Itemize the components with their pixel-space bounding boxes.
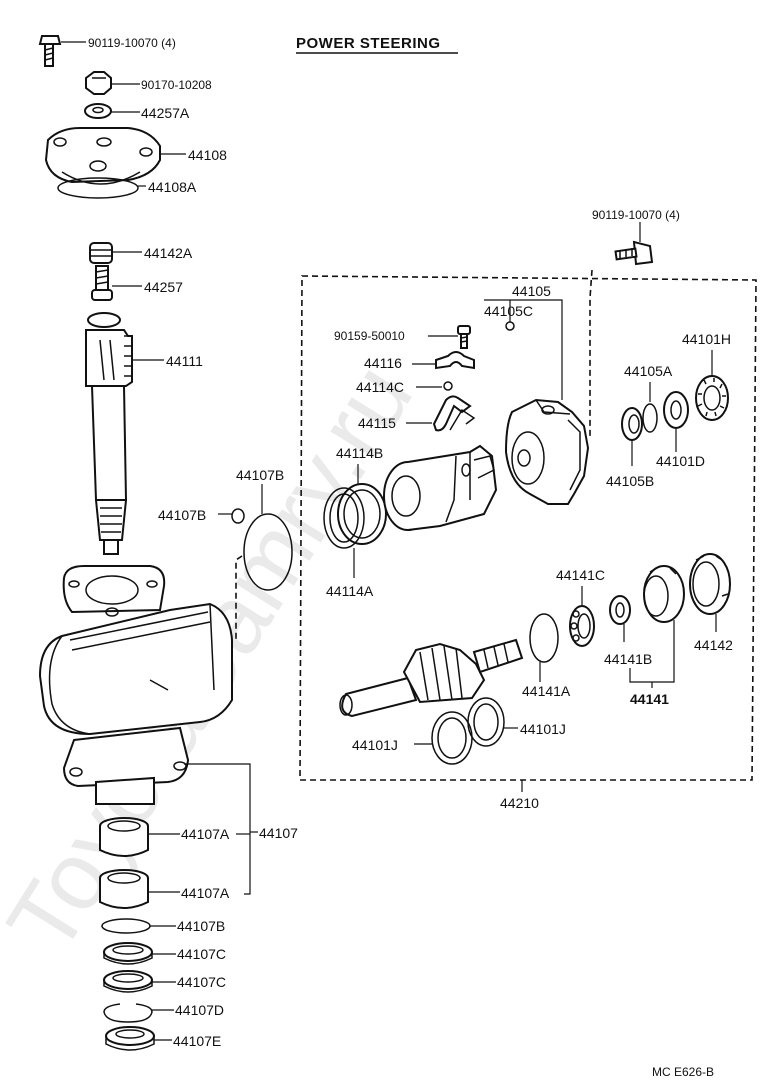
label-44107: 44107 <box>259 825 298 841</box>
label-44141B: 44141B <box>604 651 652 667</box>
lock-nut-44142A[interactable] <box>89 242 113 264</box>
label-bolt-top: 90119-10070 (4) <box>88 36 176 50</box>
label-bolt-right: 90119-10070 (4) <box>592 208 680 222</box>
label-44141C: 44141C <box>556 567 605 583</box>
label-44114C: 44114C <box>356 379 404 395</box>
label-44114B: 44114B <box>336 445 383 461</box>
ball-44114C[interactable] <box>443 381 453 391</box>
o-ring-44105A[interactable] <box>642 403 658 433</box>
oil-seal-44105B[interactable] <box>621 407 643 441</box>
label-44141: 44141 <box>630 691 669 707</box>
label-90159-50010: 90159-50010 <box>334 329 405 343</box>
label-44115: 44115 <box>358 415 396 431</box>
label-44210: 44210 <box>500 795 539 811</box>
seal-ring-44101J-left[interactable] <box>431 711 473 765</box>
label-44101H: 44101H <box>682 331 731 347</box>
oil-seal-44107C-1[interactable] <box>103 942 153 965</box>
valve-shaft[interactable] <box>339 638 524 718</box>
retaining-clip-44115[interactable] <box>432 395 472 432</box>
label-44105A: 44105A <box>624 363 673 379</box>
label-44114A: 44114A <box>326 583 374 599</box>
washer-44101D[interactable] <box>663 391 689 429</box>
label-44108: 44108 <box>188 147 227 163</box>
assembly-enclosure-44210 <box>299 275 757 781</box>
o-ring-44108A[interactable] <box>57 177 139 199</box>
bolt-90119-10070-top[interactable] <box>38 35 62 67</box>
o-ring-44141A[interactable] <box>529 613 559 663</box>
label-44111: 44111 <box>166 353 203 369</box>
label-44108A: 44108A <box>148 179 197 195</box>
label-44105C: 44105C <box>484 303 533 319</box>
label-nut-top: 90170-10208 <box>141 78 212 92</box>
screw-90159-50010[interactable] <box>457 325 471 349</box>
label-44142: 44142 <box>694 637 733 653</box>
label-44107B-upper2: 44107B <box>236 467 284 483</box>
label-44105: 44105 <box>512 283 551 299</box>
label-44101J-right: 44101J <box>520 721 566 737</box>
label-44101J-left: 44101J <box>352 737 398 753</box>
housing-cover-44108[interactable] <box>44 127 161 185</box>
label-44141A: 44141A <box>522 683 571 699</box>
o-ring-44107B-lower[interactable] <box>101 918 151 934</box>
bolt-90119-10070-right[interactable] <box>614 240 654 266</box>
label-44257A: 44257A <box>141 105 190 121</box>
ball-bearing-44141C[interactable] <box>569 605 595 647</box>
spacer-44141B[interactable] <box>609 595 631 625</box>
seal-ring-44101J-right[interactable] <box>467 697 505 747</box>
gear-housing[interactable] <box>38 565 233 805</box>
clamp-44116[interactable] <box>435 351 475 370</box>
label-44105B: 44105B <box>606 473 654 489</box>
label-44107B-lower: 44107B <box>177 918 225 934</box>
label-44107A-2: 44107A <box>181 885 230 901</box>
o-ring-44107B-small[interactable] <box>231 508 245 524</box>
nut-90170-10208[interactable] <box>85 71 112 95</box>
control-valve-body[interactable] <box>383 444 498 531</box>
page-title: POWER STEERING <box>296 35 441 52</box>
plug-44105C[interactable] <box>505 321 515 331</box>
label-44107C-1: 44107C <box>177 946 226 962</box>
ring-44114B[interactable] <box>337 483 387 545</box>
label-44107E: 44107E <box>173 1033 221 1049</box>
alignment-dash <box>235 555 243 642</box>
o-ring-44107B-large[interactable] <box>243 513 293 591</box>
bearing-housing-44141[interactable] <box>643 565 685 623</box>
dust-seal-44107E[interactable] <box>105 1026 155 1051</box>
adjusting-screw-44257[interactable] <box>91 265 113 301</box>
diagram-code: MC E626-B <box>652 1065 714 1079</box>
label-44257: 44257 <box>144 279 183 295</box>
washer-44257A[interactable] <box>84 103 112 119</box>
alignment-dash-right <box>575 269 593 441</box>
label-44101D: 44101D <box>656 453 705 469</box>
label-44107B-upper: 44107B <box>158 507 206 523</box>
label-44107D: 44107D <box>175 1002 224 1018</box>
sector-shaft-44111[interactable] <box>85 312 133 555</box>
bracket-44107 <box>184 763 251 895</box>
needle-bearing-44107A-lower[interactable] <box>99 869 149 909</box>
label-44116: 44116 <box>364 355 402 371</box>
lock-nut-44142[interactable] <box>689 553 731 615</box>
oil-seal-44107C-2[interactable] <box>103 970 153 993</box>
needle-bearing-44107A-upper[interactable] <box>99 817 149 857</box>
label-44107A-1: 44107A <box>181 826 230 842</box>
thrust-bearing-44101H[interactable] <box>695 375 729 421</box>
ring-44114A[interactable] <box>323 487 365 549</box>
valve-housing-44105[interactable] <box>504 398 590 505</box>
label-44107C-2: 44107C <box>177 974 226 990</box>
snap-ring-44107D[interactable] <box>103 1003 153 1023</box>
label-44142A: 44142A <box>144 245 193 261</box>
